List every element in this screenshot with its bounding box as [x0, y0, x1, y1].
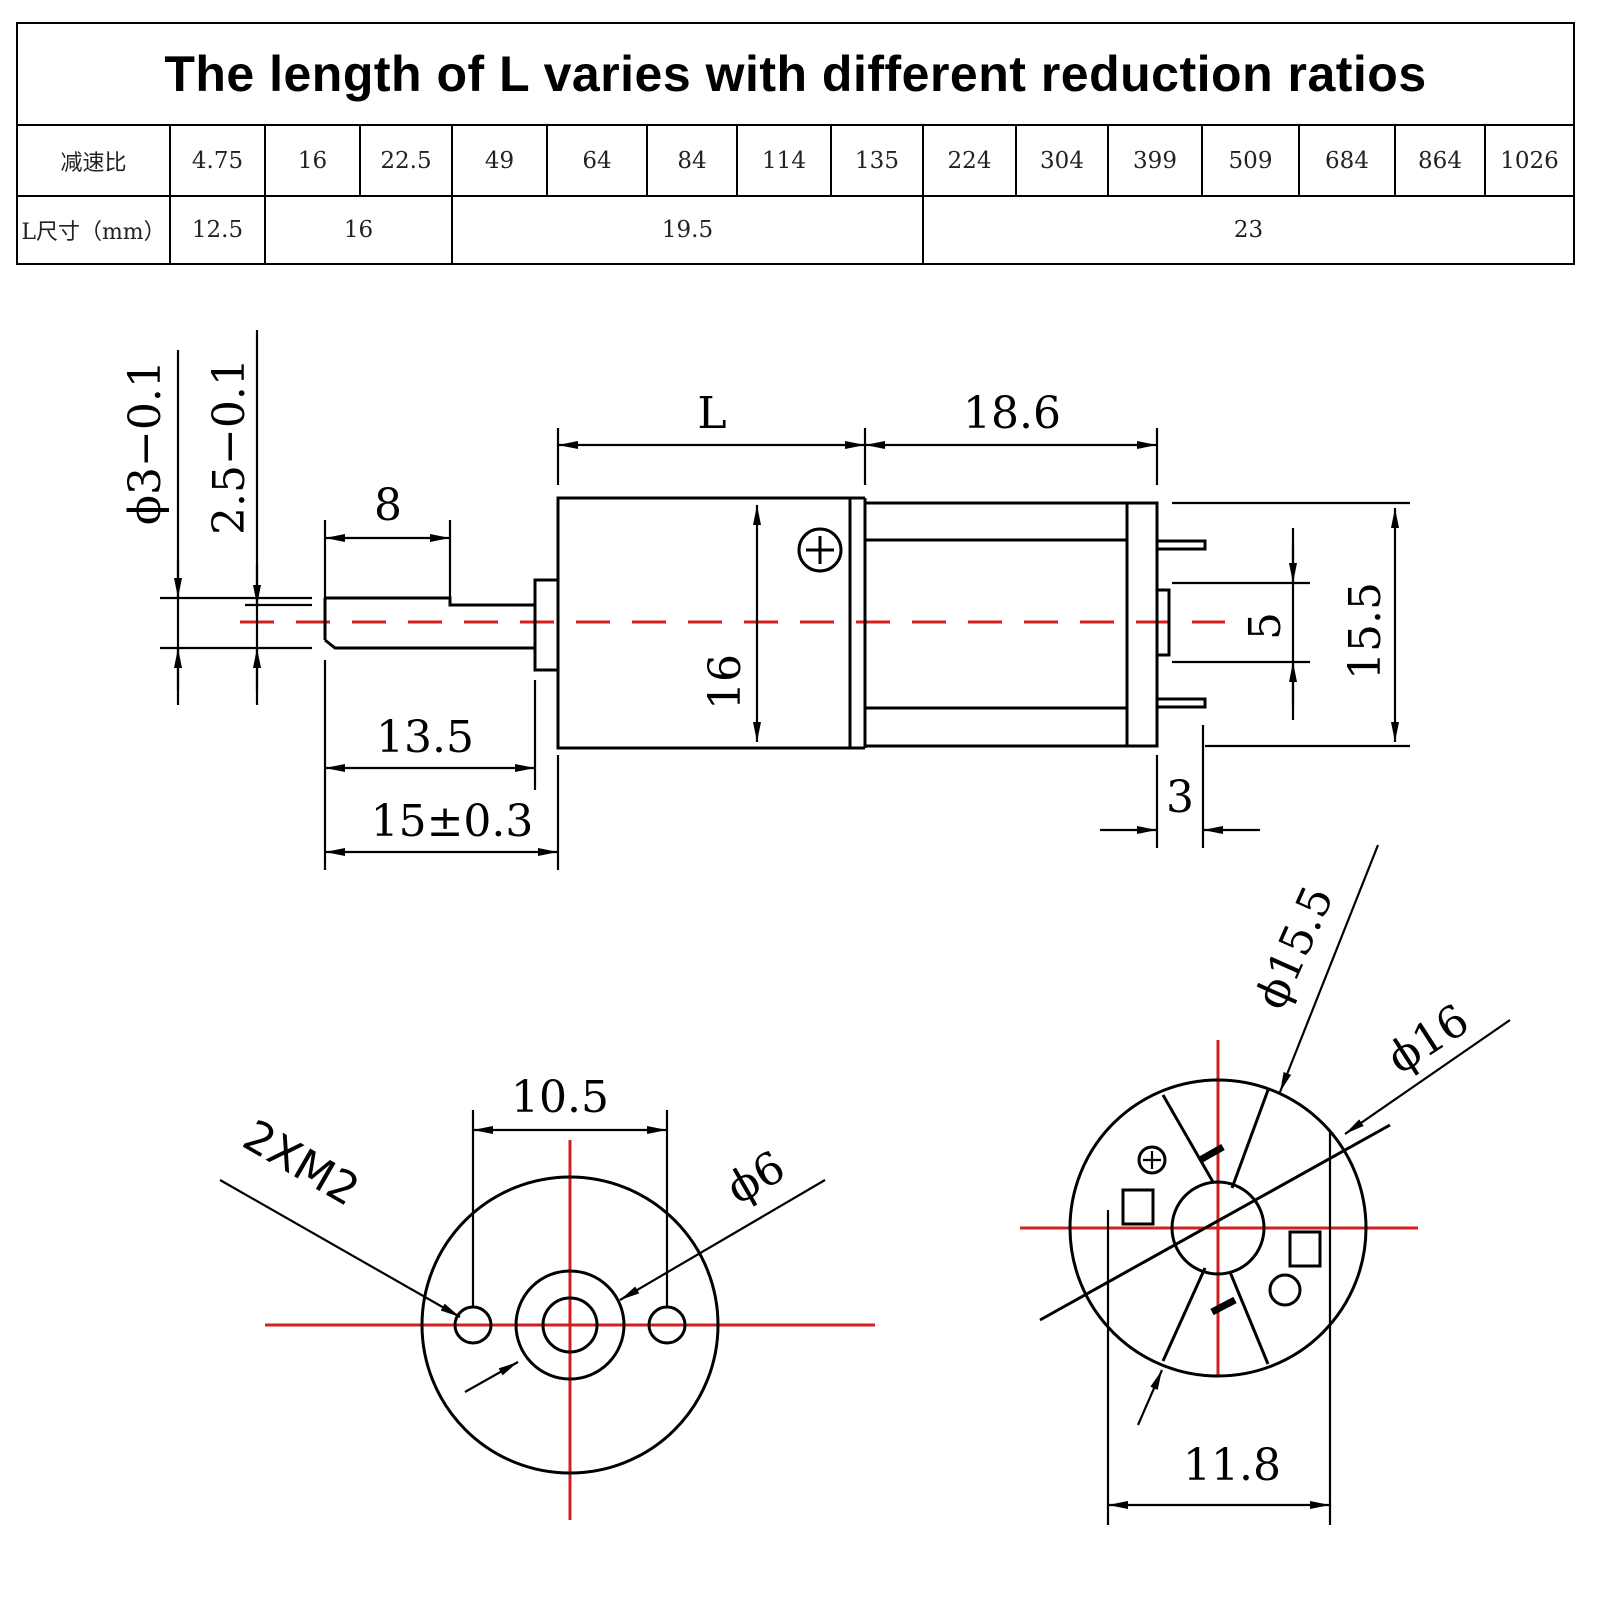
- ratio-cell: 16: [264, 124, 361, 197]
- rear-outer-diameter-label: ϕ16: [1378, 995, 1478, 1085]
- terminal-span-label: 11.8: [1183, 1440, 1281, 1491]
- spec-table: The length of L varies with different re…: [16, 22, 1575, 265]
- ratio-label: 减速比: [16, 124, 171, 197]
- rear-diameter-line: [1039, 1123, 1391, 1322]
- rear-vent-hole: [1268, 1273, 1302, 1307]
- front-flange: [420, 1175, 720, 1475]
- ratio-cell: 135: [830, 124, 924, 197]
- gear-length-label: L: [697, 388, 726, 439]
- front-view: 10.5 2XM2 ϕ6: [219, 1072, 875, 1520]
- shaft-total-label: 15±0.3: [371, 796, 534, 847]
- boss-diameter-label: ϕ6: [718, 1141, 794, 1214]
- dim-shaft-diameter: ϕ3−0.1: [120, 350, 182, 705]
- rear-view: ϕ16 ϕ15.5 11.8: [1020, 844, 1511, 1525]
- end-cap-label: 3: [1166, 772, 1194, 823]
- rear-housing: [1068, 1078, 1368, 1378]
- motor-diameter-label: 15.5: [1340, 582, 1391, 680]
- dim-body-length: L 18.6: [556, 388, 1159, 485]
- side-view: ϕ3−0.1 2.5−0.1 8 13.5 15±0.3: [120, 330, 1410, 870]
- shaft-exposed-label: 13.5: [376, 712, 474, 763]
- rear-inner-diameter-label: ϕ15.5: [1245, 879, 1344, 1017]
- dim-flat: 2.5−0.1: [204, 330, 261, 705]
- dim-body-diameter: 16: [700, 505, 761, 742]
- ratio-cell: 684: [1298, 124, 1396, 197]
- ratio-cell: 304: [1015, 124, 1109, 197]
- terminal-bottom: [1155, 697, 1207, 709]
- ratio-cell: 84: [646, 124, 738, 197]
- dim-motor-diameter: 15.5: [1172, 501, 1410, 748]
- front-boss: [514, 1269, 626, 1381]
- front-shaft: [541, 1296, 599, 1354]
- body-diameter-label: 16: [700, 654, 751, 710]
- motor-body: [863, 501, 1207, 748]
- terminal-top: [1155, 539, 1207, 551]
- ratio-cell: 114: [736, 124, 832, 197]
- dim-end-cap: 3: [1100, 725, 1260, 848]
- dim-terminal-gap: 5: [1172, 528, 1310, 720]
- shaft-diameter-label: ϕ3−0.1: [120, 360, 171, 525]
- output-shaft: [160, 578, 560, 672]
- ratio-cell: 399: [1107, 124, 1203, 197]
- ratio-cell: 4.75: [169, 124, 266, 197]
- flat-dim-label: 2.5−0.1: [204, 358, 255, 535]
- ratio-cell: 22.5: [359, 124, 453, 197]
- ratio-cell: 1026: [1484, 124, 1575, 197]
- flat-length-label: 8: [374, 480, 402, 531]
- ratio-cell: 864: [1394, 124, 1486, 197]
- motor-length-label: 18.6: [963, 388, 1061, 439]
- rear-terminal-right: [1288, 1230, 1322, 1268]
- rear-screw-icon: [1137, 1145, 1167, 1175]
- terminal-gap-label: 5: [1240, 612, 1291, 640]
- length-cell: 16: [264, 195, 453, 265]
- ratio-cell: 509: [1201, 124, 1300, 197]
- length-label: L尺寸（mm）: [16, 195, 171, 265]
- length-cell: 23: [922, 195, 1575, 265]
- hole-spacing-label: 10.5: [511, 1072, 609, 1123]
- length-cell: 12.5: [169, 195, 266, 265]
- rear-bearing: [1170, 1180, 1266, 1276]
- rear-terminal-left: [1121, 1188, 1155, 1226]
- dim-shaft-length: 13.5 15±0.3: [323, 660, 560, 870]
- length-cell: 19.5: [451, 195, 924, 265]
- ratio-cell: 224: [922, 124, 1017, 197]
- dim-flat-length: 8: [323, 480, 452, 598]
- ratio-cell: 64: [546, 124, 648, 197]
- screw-icon: [797, 527, 843, 573]
- table-title: The length of L varies with different re…: [16, 22, 1575, 126]
- ratio-cell: 49: [451, 124, 548, 197]
